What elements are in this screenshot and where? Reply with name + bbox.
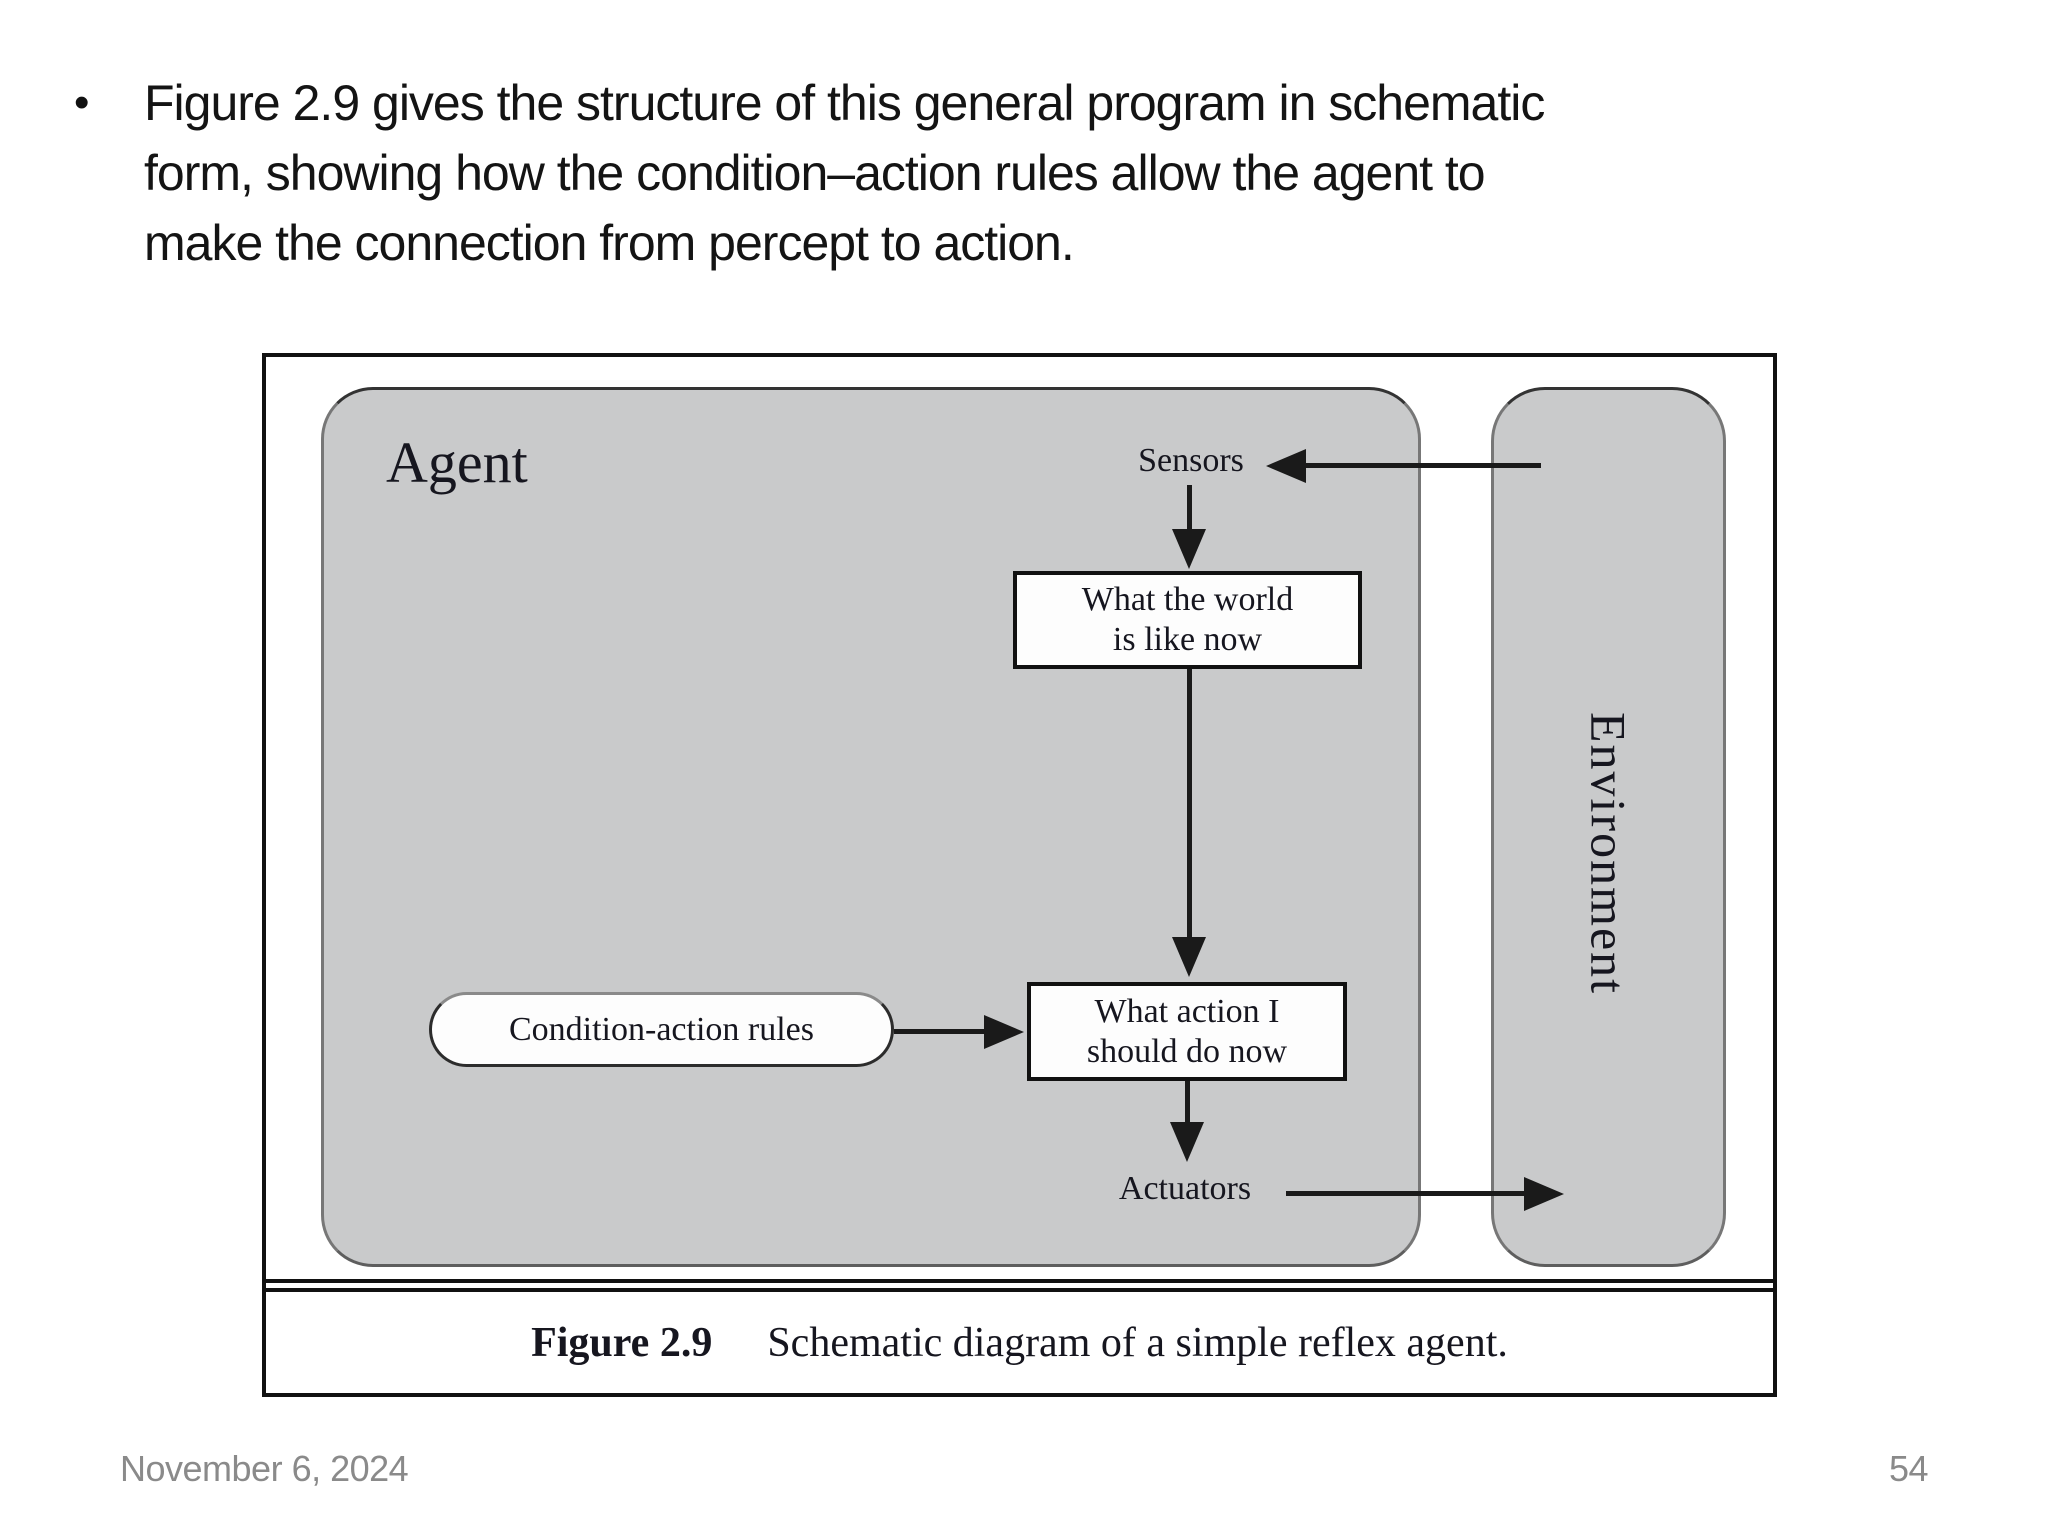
actuators-label: Actuators [1118, 1170, 1252, 1207]
action-choice-box: What action I should do now [1027, 982, 1347, 1081]
sensors-label: Sensors [1138, 442, 1244, 479]
footer-date: November 6, 2024 [120, 1448, 409, 1489]
world-state-line1: What the world [1081, 581, 1294, 618]
arrow-rules-to-action-shaft [894, 1029, 986, 1034]
arrow-sensors-to-world-shaft [1187, 485, 1192, 531]
environment-label: Environment [1580, 712, 1637, 996]
footer-page-number: 54 [1888, 1448, 1929, 1489]
arrow-world-to-action-shaft [1187, 669, 1192, 939]
bullet-paragraph: • Figure 2.9 gives the structure of this… [70, 68, 1545, 278]
action-choice-line2: should do now [1086, 1032, 1288, 1070]
world-state-line2: is like now [1112, 621, 1263, 658]
bullet-icon: • [74, 78, 90, 127]
arrow-environment-to-sensors-head-icon [1266, 449, 1306, 483]
figure-caption-number: Figure 2.9 [531, 1319, 713, 1366]
figure-caption: Figure 2.9 Schematic diagram of a simple… [266, 1279, 1773, 1393]
arrow-actuators-to-environment-head-icon [1524, 1177, 1564, 1211]
arrow-sensors-to-world-head-icon [1172, 529, 1206, 569]
bullet-text-line1: Figure 2.9 gives the structure of this g… [144, 75, 1545, 131]
bullet-text-line2: form, showing how the condition–action r… [144, 145, 1486, 201]
figure-caption-text: Schematic diagram of a simple reflex age… [767, 1319, 1508, 1366]
environment-box [1491, 387, 1726, 1267]
condition-action-rules-stadium: Condition-action rules [429, 992, 894, 1067]
arrow-action-to-actuators-shaft [1185, 1081, 1190, 1124]
agent-box [321, 387, 1421, 1267]
action-choice-line1: What action I [1094, 992, 1280, 1030]
world-state-box: What the world is like now [1013, 571, 1362, 669]
arrow-world-to-action-head-icon [1172, 937, 1206, 977]
agent-label: Agent [386, 430, 528, 495]
bullet-text-line3: make the connection from percept to acti… [144, 215, 1075, 271]
arrow-environment-to-sensors-shaft [1304, 463, 1541, 468]
arrow-action-to-actuators-head-icon [1170, 1122, 1204, 1162]
figure-frame: Agent Environment Sensors Actuators What… [262, 353, 1777, 1397]
arrow-actuators-to-environment-shaft [1286, 1191, 1526, 1196]
condition-action-rules-label: Condition-action rules [508, 1010, 814, 1048]
bullet-text: Figure 2.9 gives the structure of this g… [144, 68, 1545, 278]
arrow-rules-to-action-head-icon [984, 1015, 1024, 1049]
